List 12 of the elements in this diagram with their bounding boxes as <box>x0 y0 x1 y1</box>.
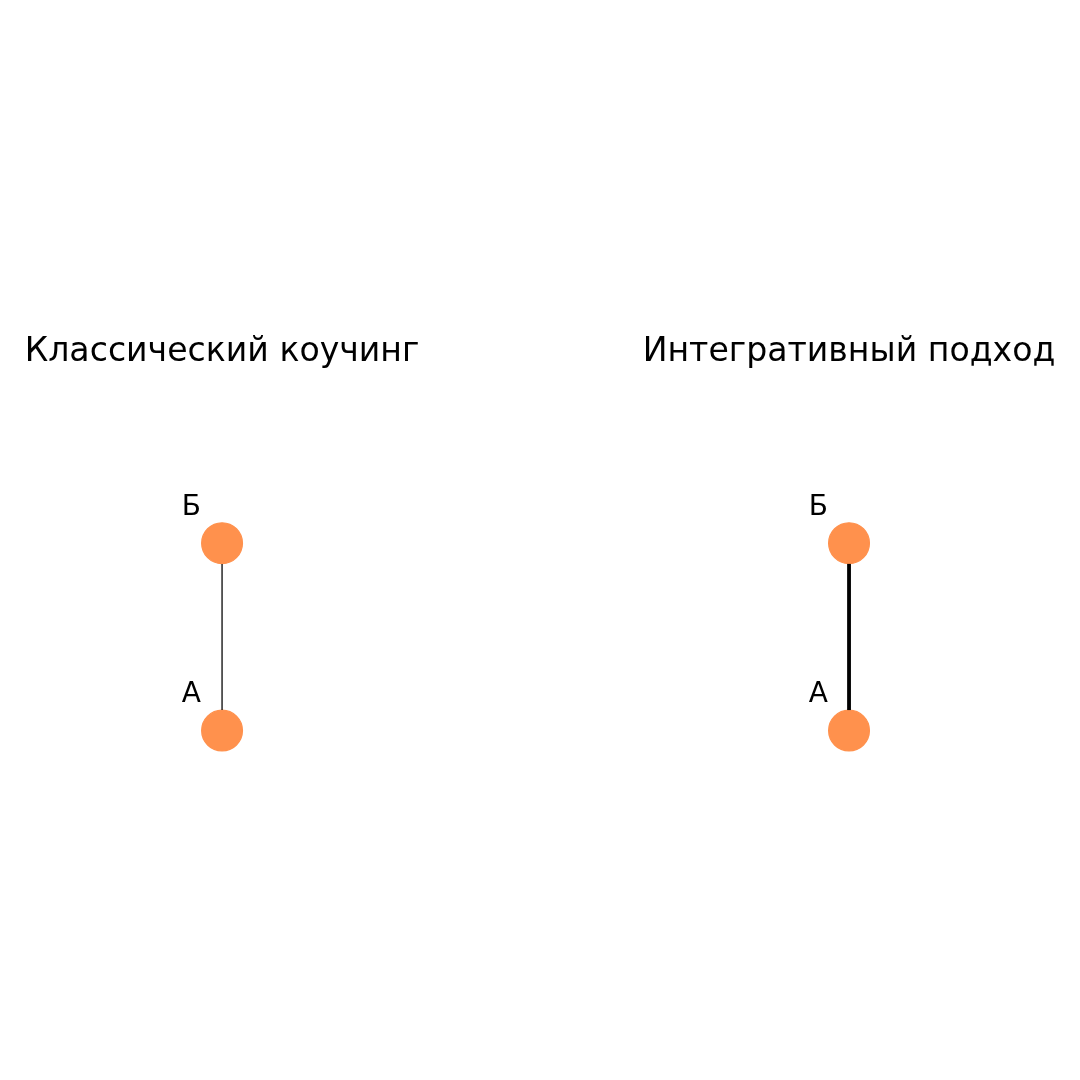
node-circle <box>828 709 871 752</box>
node-circle <box>201 522 244 565</box>
node-circle <box>201 709 244 752</box>
node-label: Б <box>181 488 202 522</box>
label: Классический коучинг <box>24 329 420 369</box>
label: Интегративный подход <box>642 329 1056 369</box>
node-label: Б <box>808 488 829 522</box>
connector <box>847 563 851 711</box>
node-label: А <box>181 675 202 709</box>
connector <box>221 563 223 711</box>
node-label: А <box>808 675 829 709</box>
node-circle <box>828 522 871 565</box>
